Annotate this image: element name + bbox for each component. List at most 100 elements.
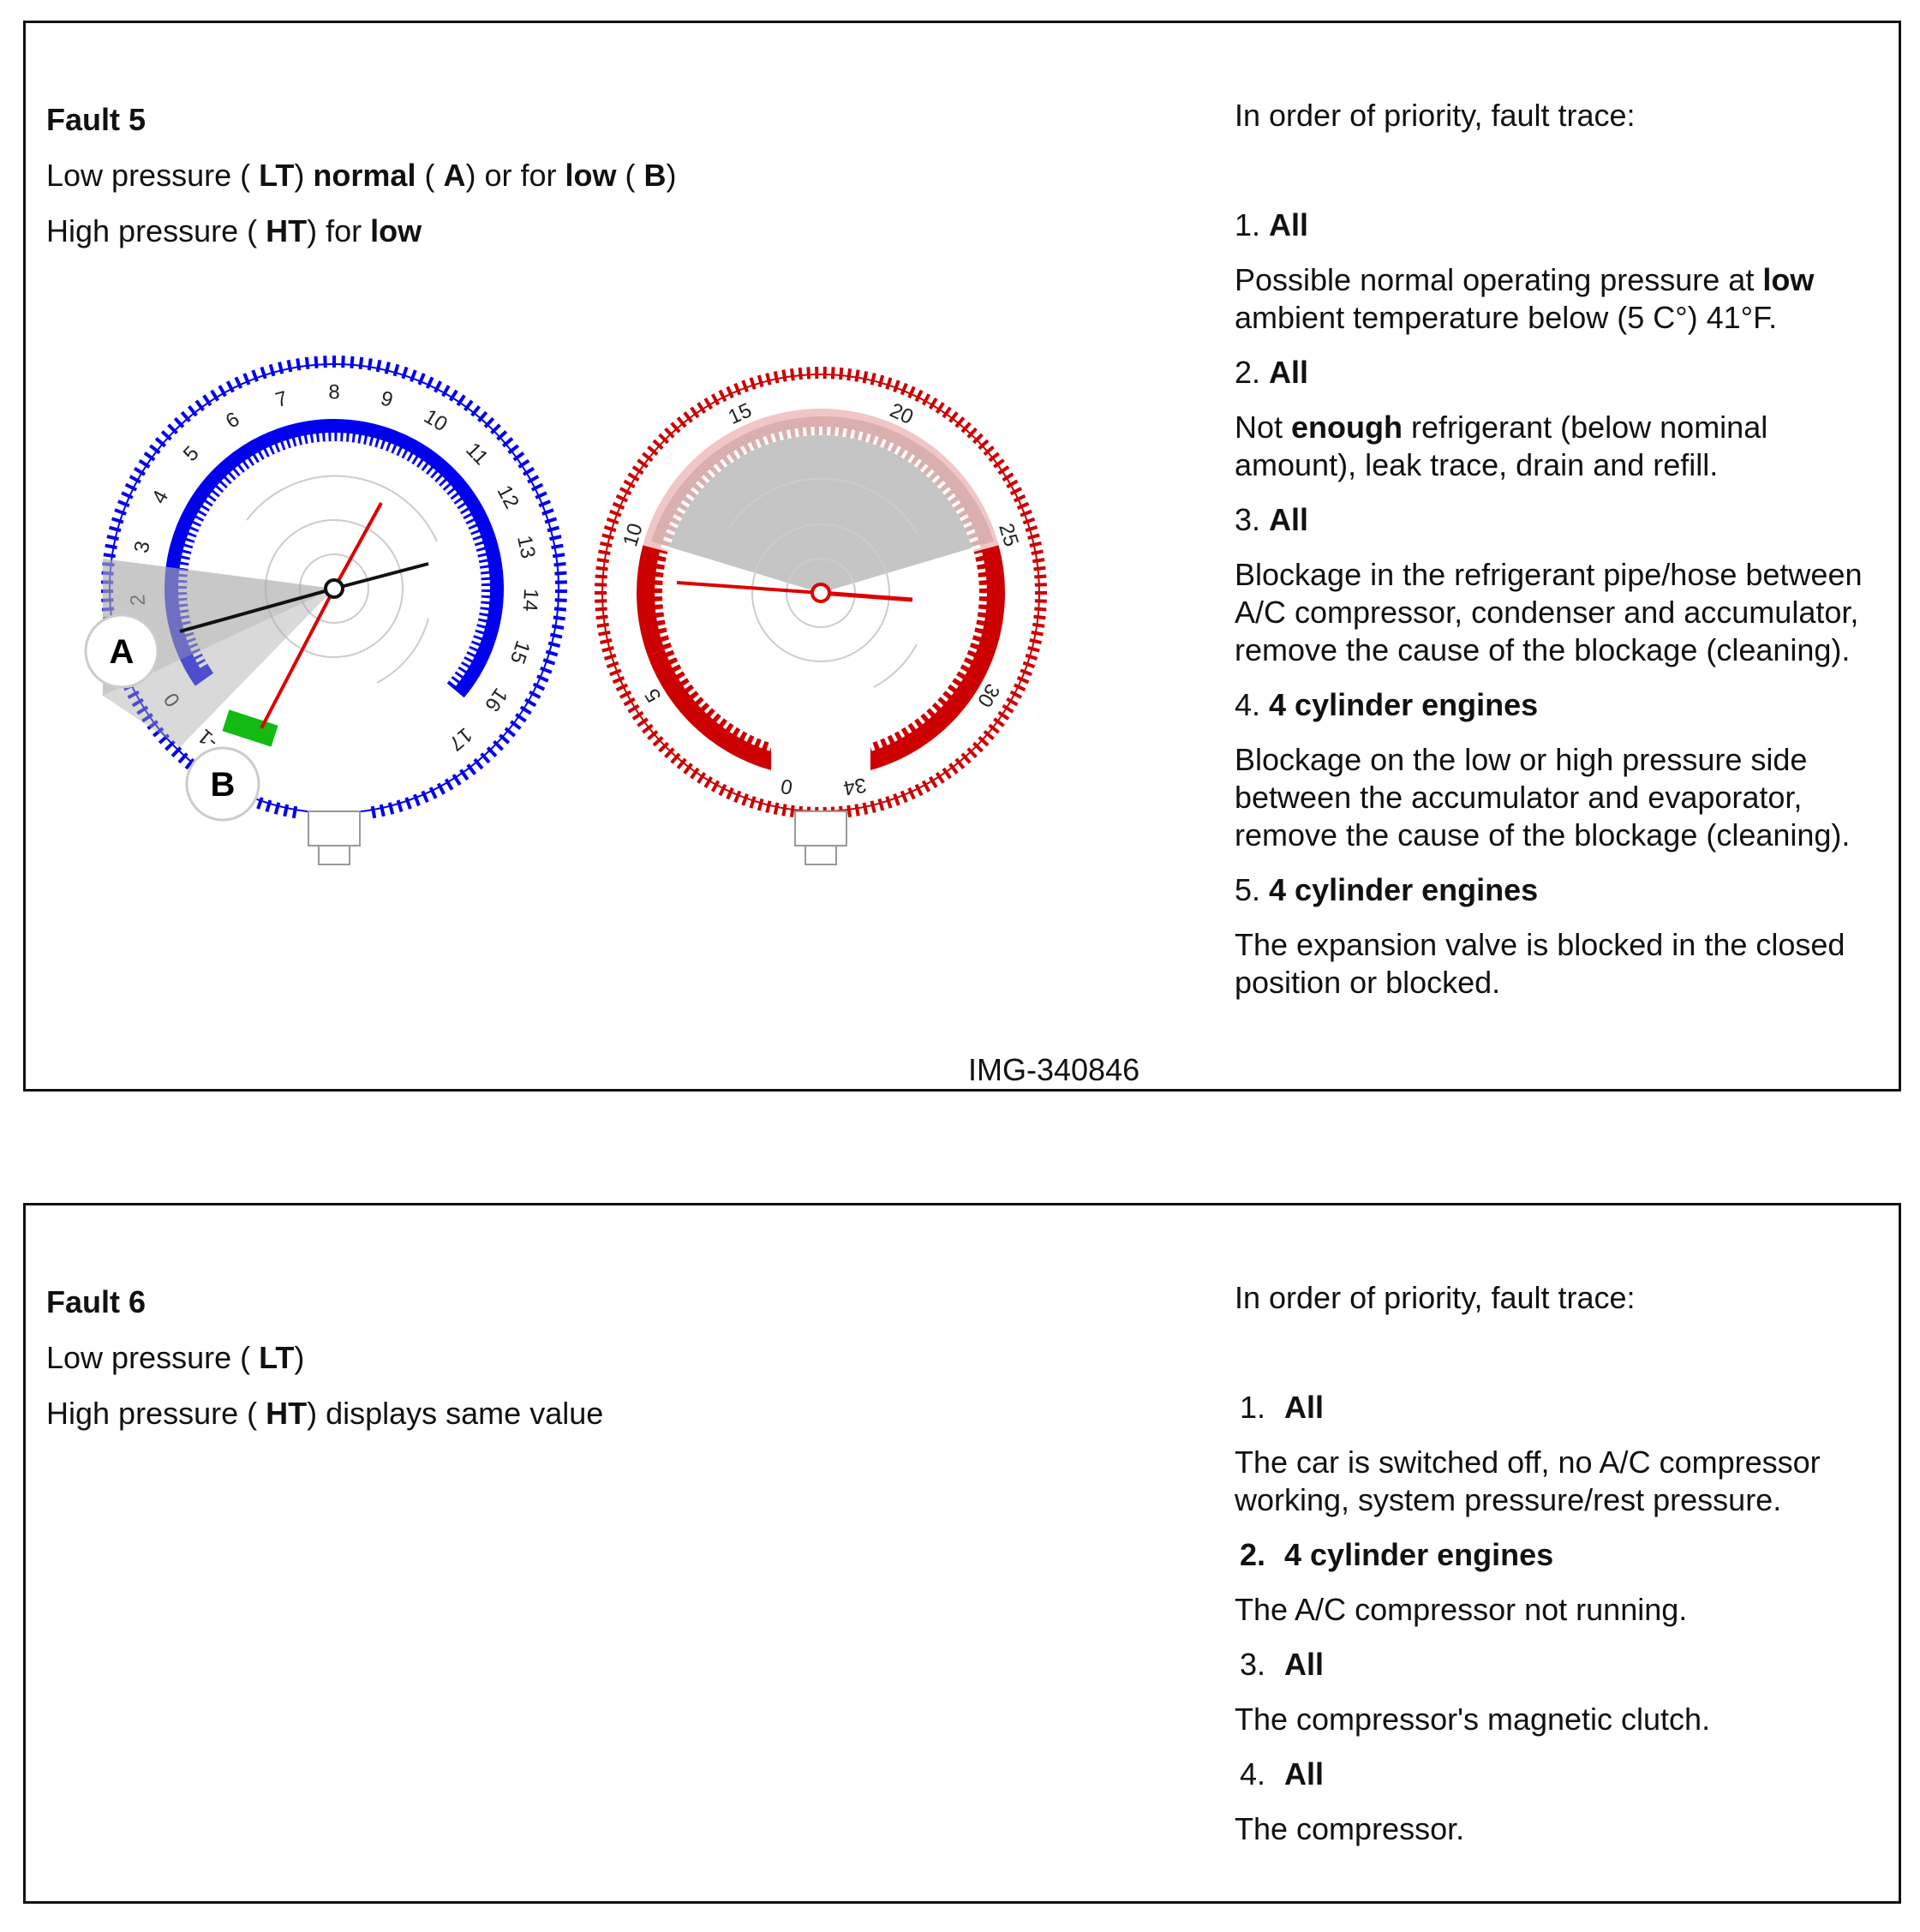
fault-5-desc-3: Blockage in the refrigerant pipe/hose be… <box>1235 557 1863 667</box>
gauge-tooth <box>631 465 644 476</box>
gauge-tooth <box>209 492 219 500</box>
gauge-tooth <box>900 790 908 804</box>
fault-6-low-pressure-line: Low pressure ( LT) <box>46 1340 305 1375</box>
gauge-tooth <box>466 763 477 775</box>
gauge-tooth <box>138 458 151 469</box>
gauge-tooth <box>296 358 302 371</box>
gauge-tooth <box>478 555 487 561</box>
gauge-tooth <box>210 389 220 402</box>
fault-6-title: Fault 6 <box>46 1284 147 1319</box>
gauge-tooth <box>230 470 239 479</box>
gauge-tooth <box>976 616 985 621</box>
gauge-tooth <box>501 437 514 448</box>
gauge-tooth <box>553 607 567 612</box>
gauge-tooth <box>1016 501 1030 510</box>
gauge-tooth <box>544 517 558 524</box>
gauge-tooth <box>553 561 566 567</box>
gauge-tooth <box>475 543 485 550</box>
gauge-tooth <box>348 433 353 443</box>
gauge-tooth <box>251 369 259 382</box>
gauge-tooth <box>802 427 807 437</box>
gauge-tooth <box>948 763 959 775</box>
gauge-tooth <box>718 389 727 403</box>
gauge-tooth <box>422 464 432 474</box>
gauge-tooth <box>124 482 138 492</box>
gauge-tooth <box>1029 638 1042 645</box>
low-gauge-needle-b-tail <box>332 502 383 589</box>
gauge-tooth <box>418 460 427 470</box>
gauge-tooth <box>493 739 504 751</box>
gauge-tooth <box>319 433 323 442</box>
gauge-tooth <box>679 674 688 683</box>
gauge-tooth <box>637 717 649 727</box>
gauge-tooth <box>1016 676 1030 685</box>
gauge-tooth <box>887 442 894 452</box>
fault-5-desc-5: The expansion valve is blocked in the cl… <box>1235 927 1845 1000</box>
gauge-tooth <box>615 493 629 503</box>
gauge-tooth <box>854 804 860 816</box>
gauge-tooth <box>601 646 614 653</box>
gauge-tooth <box>939 693 949 703</box>
gauge-tooth <box>606 661 619 669</box>
gauge-tooth <box>1031 549 1044 556</box>
gauge-tooth <box>911 720 919 730</box>
gauge-tooth <box>907 454 916 464</box>
gauge-tooth <box>934 699 943 709</box>
gauge-tooth <box>343 433 347 442</box>
gauge-tooth <box>479 561 488 567</box>
gauge-tooth <box>417 373 426 386</box>
gauge-tooth <box>781 804 787 816</box>
gauge-tooth <box>839 367 844 380</box>
gauge-tooth <box>978 735 990 747</box>
gauge-tooth <box>609 509 622 517</box>
gauge-tooth <box>234 376 243 389</box>
gauge-tooth <box>221 478 230 487</box>
gauge-tooth <box>975 560 985 565</box>
gauge-tooth <box>1002 472 1014 482</box>
gauge-tooth <box>131 697 144 708</box>
gauge-tooth <box>375 359 382 373</box>
gauge-tooth <box>260 366 267 380</box>
gauge-tooth <box>473 757 484 770</box>
gauge-tooth <box>595 583 607 587</box>
fault-6-trace: In order of priority, fault trace: 1.All… <box>1235 1279 1886 1865</box>
gauge-tooth <box>726 787 734 800</box>
gauge-tooth <box>182 546 193 553</box>
gauge-tooth <box>647 445 659 457</box>
gauge-tooth <box>1013 683 1026 692</box>
gauge-tooth <box>180 410 191 423</box>
gauge-tooth <box>283 440 290 450</box>
gauge-tooth <box>942 487 952 495</box>
gauge-tooth <box>434 380 443 393</box>
fault-6-desc-4: The compressor. <box>1235 1811 1465 1846</box>
gauge-tooth <box>726 386 734 399</box>
gauge-tooth <box>278 362 284 374</box>
gauge-tooth <box>627 472 640 482</box>
gauge-tooth <box>184 540 194 547</box>
gauge-tooth <box>510 720 522 731</box>
gauge-tooth <box>683 681 692 689</box>
gauge-tooth <box>249 455 258 465</box>
gauge-tooth <box>551 624 565 630</box>
gauge-tooth <box>552 553 565 559</box>
gauge-tooth <box>842 428 847 438</box>
gauge-tooth <box>473 537 483 544</box>
gauge-tooth <box>600 541 613 547</box>
gauge-tooth <box>1006 479 1019 489</box>
gauge-tooth <box>786 429 792 439</box>
gauge-tooth <box>1027 533 1040 540</box>
callout-b: B <box>185 746 260 822</box>
gauge-tooth <box>951 499 961 508</box>
gauge-tooth <box>876 739 883 749</box>
gauge-tooth <box>900 382 908 396</box>
gauge-tooth <box>894 446 901 455</box>
gauge-tooth <box>464 515 474 523</box>
gauge-tooth <box>683 763 693 775</box>
gauge-tooth <box>401 366 409 380</box>
gauge-tooth <box>194 655 205 663</box>
gauge-tooth <box>300 435 306 446</box>
gauge-tooth <box>710 780 721 793</box>
gauge-tooth <box>957 667 967 675</box>
gauge-tooth <box>988 723 1000 734</box>
gauge-tooth <box>409 454 416 464</box>
